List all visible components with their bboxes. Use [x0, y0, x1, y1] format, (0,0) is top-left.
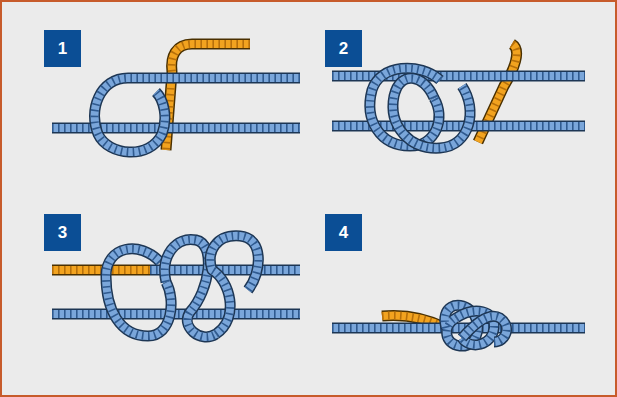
callout-number: 1	[44, 30, 81, 67]
step-4-rope	[332, 305, 585, 346]
step-3-rope	[52, 236, 300, 337]
step-2-rope	[332, 44, 585, 148]
callout-number: 2	[325, 30, 362, 67]
step-1-rope	[52, 44, 300, 152]
callout-number: 3	[44, 214, 81, 251]
callout-number: 4	[325, 214, 362, 251]
